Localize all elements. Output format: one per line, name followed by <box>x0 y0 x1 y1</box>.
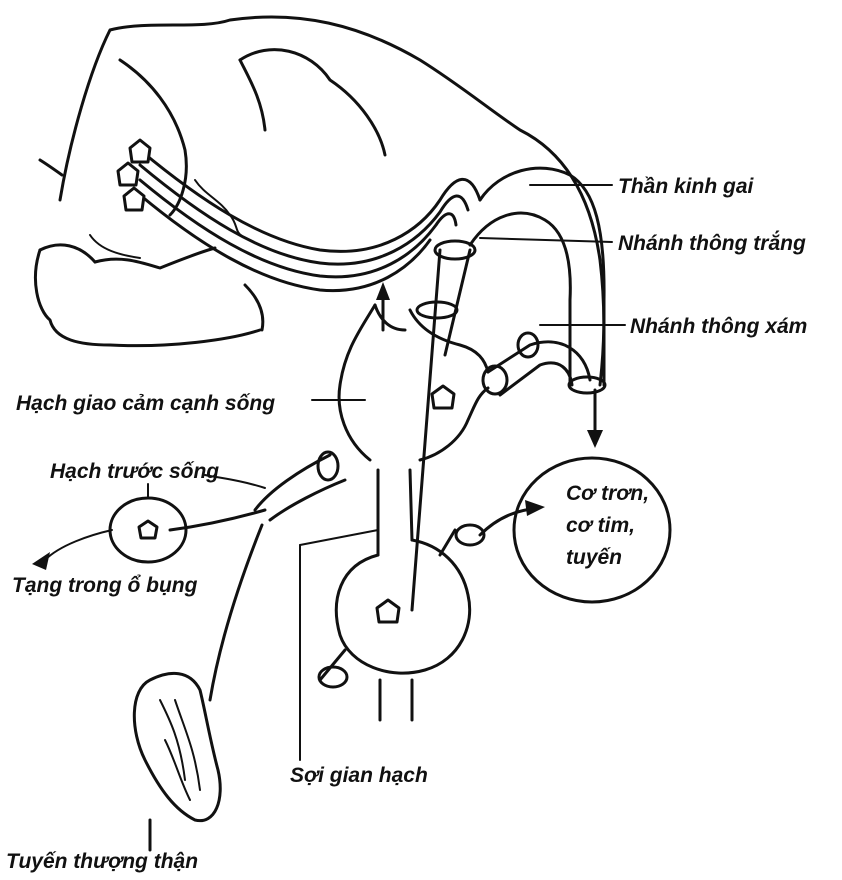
label-grey-ramus: Nhánh thông xám <box>630 315 807 338</box>
label-effector-line2: cơ tim, <box>566 514 635 537</box>
lower-ganglion <box>319 470 545 720</box>
label-effector-line3: tuyến <box>566 546 622 569</box>
spinal-nerve-trunk <box>470 168 605 448</box>
label-prevertebral-ganglion: Hạch trước sống <box>50 460 219 483</box>
label-abdominal-viscera: Tạng trong ổ bụng <box>12 574 198 597</box>
interganglionic-fibre <box>300 530 378 760</box>
label-effector-line1: Cơ trơn, <box>566 482 649 505</box>
spinal-cord <box>35 17 603 385</box>
nerve-fibres-bundle <box>140 150 480 291</box>
label-interganglionic-fibre: Sợi gian hạch <box>290 764 428 787</box>
label-spinal-nerve: Thần kinh gai <box>618 175 755 198</box>
label-adrenal-gland: Tuyến thượng thận <box>6 850 198 873</box>
label-white-ramus: Nhánh thông trắng <box>618 232 806 255</box>
label-paravertebral-ganglion: Hạch giao cảm cạnh sống <box>16 392 275 415</box>
prevertebral-ganglion <box>32 490 265 570</box>
